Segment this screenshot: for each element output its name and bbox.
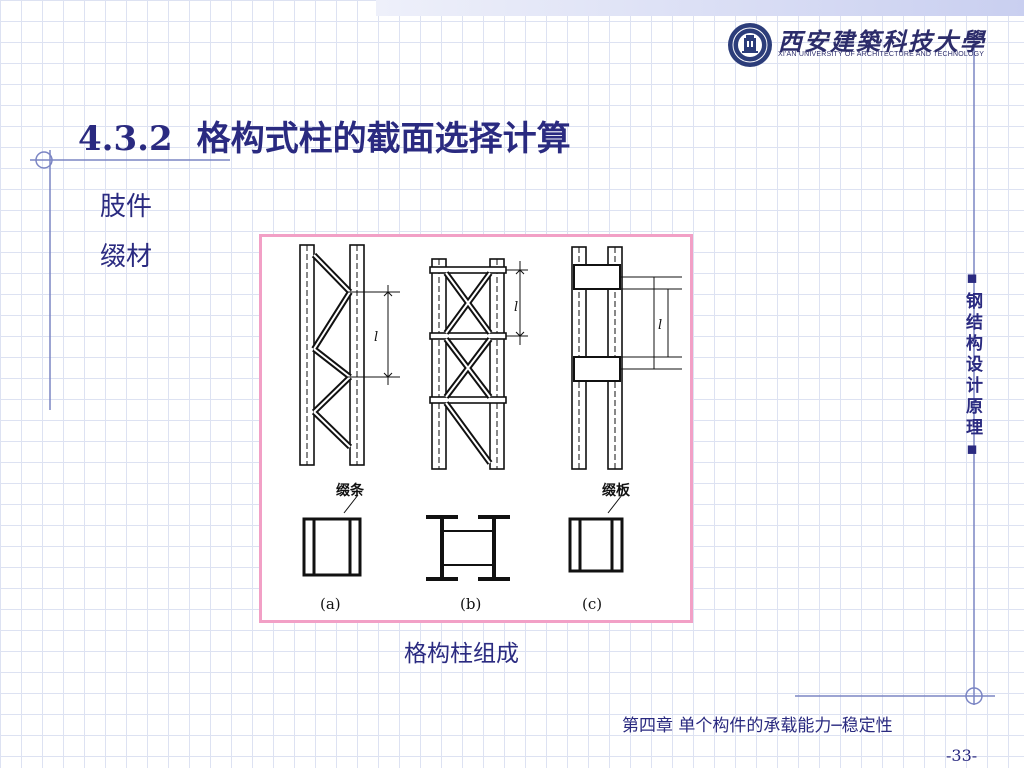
logo-english-name: XI'AN UNIVERSITY OF ARCHITECTURE AND TEC… xyxy=(778,51,985,58)
university-seal-icon xyxy=(728,23,772,67)
title-text: 格构式柱的截面选择计算 xyxy=(196,119,571,159)
chapter-footer: 第四章 单个构件的承载能力─稳定性 xyxy=(622,716,893,736)
label-l1-c: l xyxy=(658,318,662,333)
page-number: -33- xyxy=(946,746,978,765)
header-gradient-bar xyxy=(376,0,1024,16)
figure-caption: 格构柱组成 xyxy=(404,641,519,667)
section-number: 4.3.2 xyxy=(78,119,173,159)
logo-chinese-name: 西安建築科技大學 xyxy=(778,27,986,56)
section-c xyxy=(568,494,624,573)
university-logo: 西安建築科技大學 XI'AN UNIVERSITY OF ARCHITECTUR… xyxy=(726,18,984,72)
elevation-a xyxy=(299,244,400,466)
elevation-b xyxy=(429,258,528,470)
bullet-item-lacing: 缀材 xyxy=(100,242,153,272)
label-lacing: 缀条 xyxy=(336,482,365,499)
section-b xyxy=(426,515,510,581)
subfigure-b: (b) xyxy=(460,595,481,613)
label-l1-b: l xyxy=(514,300,518,315)
lattice-column-drawing: l l l 缀条 缀板 (a) (b) (c) xyxy=(299,244,682,613)
lattice-column-figure: l l l 缀条 缀板 (a) (b) (c) xyxy=(259,234,693,623)
course-title-vertical: ▪钢结构设计原理▪ xyxy=(962,268,982,463)
slide-title: 4.3.2 格构式柱的截面选择计算 xyxy=(78,111,571,160)
label-l1-a: l xyxy=(374,330,378,345)
subfigure-c: (c) xyxy=(582,595,602,613)
subfigure-a: (a) xyxy=(320,595,341,613)
bullet-item-limb: 肢件 xyxy=(100,192,153,222)
section-a xyxy=(302,494,362,577)
label-batten: 缀板 xyxy=(602,482,631,499)
elevation-c xyxy=(571,246,682,470)
